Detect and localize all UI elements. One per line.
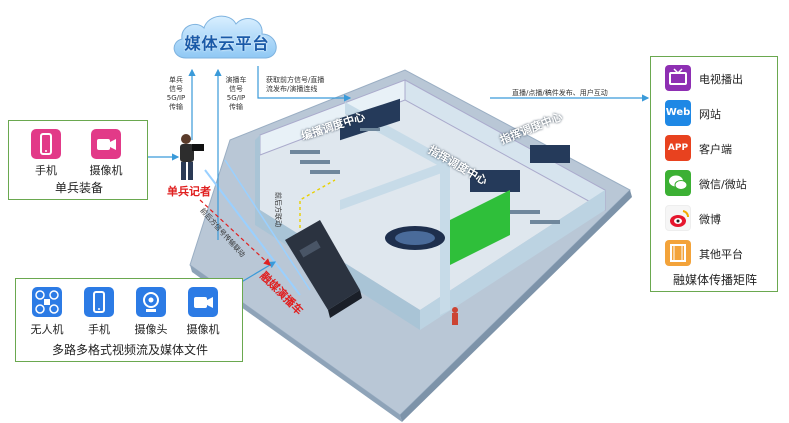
camcorder-icon xyxy=(188,287,218,317)
newsroom-building-illustration xyxy=(189,69,632,422)
single-kit-item-label: 手机 xyxy=(35,164,57,177)
cloud-platform: 媒体云平台 xyxy=(168,8,286,66)
single-kit-caption: 单兵装备 xyxy=(54,181,103,195)
matrix-item-label: 网站 xyxy=(699,108,721,121)
van-to-center-label: 前后方联动 xyxy=(274,192,282,227)
tv-icon xyxy=(665,65,691,91)
cloud-platform-title: 媒体云平台 xyxy=(184,34,270,53)
broadcast-van xyxy=(285,220,362,318)
single-soldier-signal-label: 单兵 信号 5G/IP 传输 xyxy=(166,76,186,111)
app-icon: APP xyxy=(665,135,691,161)
multi-source-item-label: 摄像机 xyxy=(186,323,220,336)
multi-source-item-label: 手机 xyxy=(88,323,110,336)
reporter-label: 单兵记者 xyxy=(167,185,211,198)
media-matrix-panel: 电视播出 Web 网站 APP 客户端 微信/微站 微博 其他平台 融媒体传播矩… xyxy=(650,56,778,292)
matrix-item-wechat: 微信/微站 xyxy=(665,170,781,196)
output-distribution-label: 直播/点播/稿件发布、用户互动 xyxy=(512,89,608,97)
film-icon xyxy=(665,240,691,266)
reporter-figure xyxy=(180,134,204,180)
phone-icon xyxy=(84,287,114,317)
single-kit-panel: 手机 摄像机 单兵装备 xyxy=(8,120,148,200)
matrix-item-label: 微信/微站 xyxy=(699,178,747,191)
frontline-signal-label: 获取前方信号/直播 流发布/演播连线 xyxy=(266,76,325,93)
matrix-item-weibo: 微博 xyxy=(665,205,781,231)
matrix-item-label: 微博 xyxy=(699,213,721,226)
cloud-icon xyxy=(173,15,277,59)
matrix-item-label: 客户端 xyxy=(699,143,732,156)
matrix-item-other: 其他平台 xyxy=(665,240,781,266)
multi-source-item-label: 无人机 xyxy=(30,323,64,336)
matrix-item-tv: 电视播出 xyxy=(665,65,781,91)
matrix-item-label: 电视播出 xyxy=(699,73,743,86)
van-signal-label: 演播车 信号 5G/IP 传输 xyxy=(225,76,247,111)
multi-source-panel: 无人机 手机 摄像头 摄像机 多路多格式视频流及媒体文件 xyxy=(15,278,243,362)
matrix-item-web: Web 网站 xyxy=(665,100,781,126)
phone-icon xyxy=(31,129,61,159)
drone-icon xyxy=(32,287,62,317)
matrix-item-app: APP 客户端 xyxy=(665,135,781,161)
single-kit-item-label: 摄像机 xyxy=(89,164,123,177)
camcorder-icon xyxy=(91,129,121,159)
wechat-icon xyxy=(665,170,691,196)
webcam-icon xyxy=(136,287,166,317)
matrix-item-label: 其他平台 xyxy=(699,248,743,261)
multi-source-item-label: 摄像头 xyxy=(134,323,168,336)
weibo-icon xyxy=(665,205,691,231)
web-icon: Web xyxy=(665,100,691,126)
media-matrix-caption: 融媒体传播矩阵 xyxy=(672,273,757,287)
multi-source-caption: 多路多格式视频流及媒体文件 xyxy=(51,343,208,357)
